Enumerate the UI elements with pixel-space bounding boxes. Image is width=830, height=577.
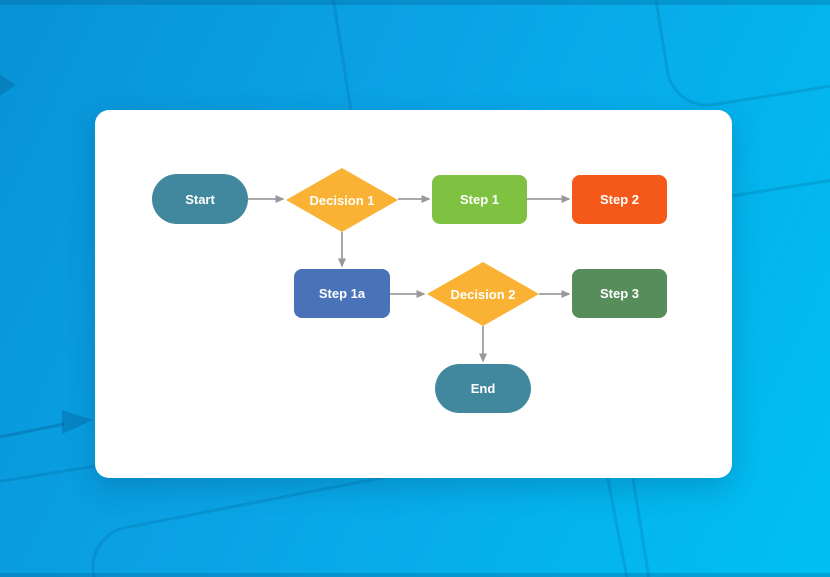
node-step1a[interactable]: Step 1a — [294, 269, 390, 318]
node-end[interactable]: End — [435, 364, 531, 413]
node-step3[interactable]: Step 3 — [572, 269, 667, 318]
node-label: Start — [185, 191, 215, 207]
node-step2[interactable]: Step 2 — [572, 175, 667, 224]
node-label: Step 2 — [599, 192, 639, 207]
background-bottom-strip — [0, 573, 830, 577]
node-label: End — [470, 381, 496, 396]
background-top-strip — [0, 0, 830, 5]
background-arrow-icon — [62, 410, 93, 434]
background-arrow-line — [0, 422, 65, 439]
node-label: Decision 2 — [450, 286, 516, 302]
node-label: Decision 1 — [309, 192, 375, 208]
node-label: Step 3 — [599, 286, 639, 301]
node-label: Step 1 — [459, 192, 499, 207]
node-step1[interactable]: Step 1 — [432, 175, 527, 224]
node-label: Step 1a — [318, 286, 366, 301]
background-arrow-icon — [0, 74, 16, 96]
node-start[interactable]: Start — [152, 174, 248, 224]
